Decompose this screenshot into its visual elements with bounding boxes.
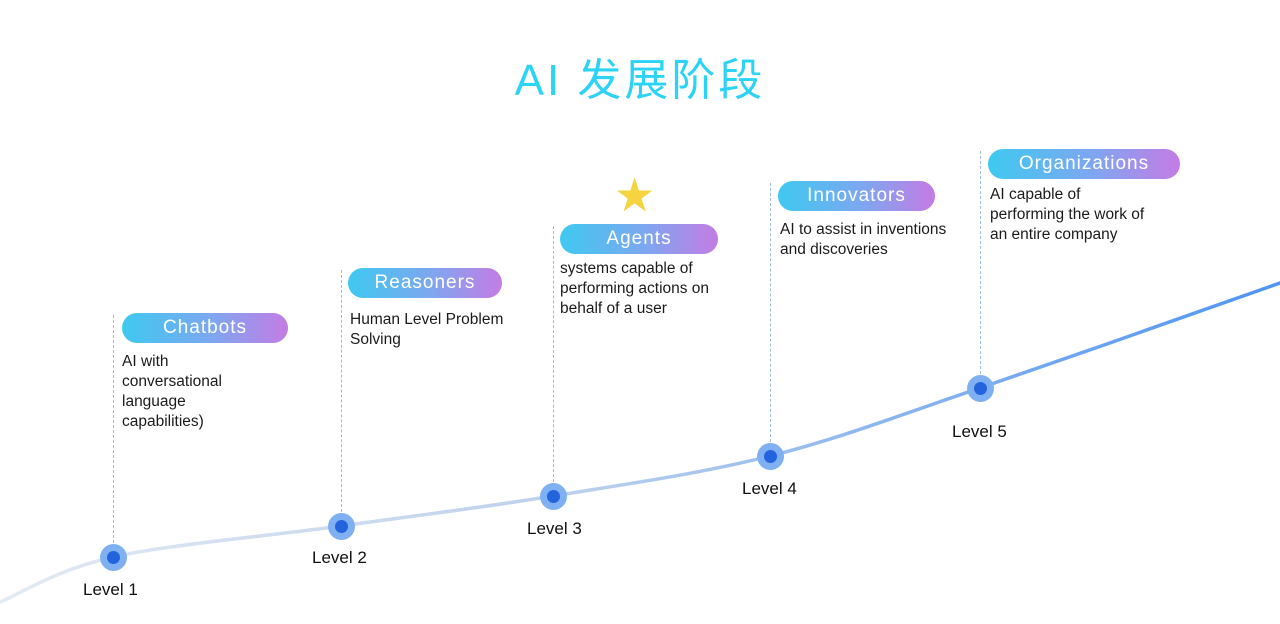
stage-3-dot [540,483,567,510]
stage-4-dot [757,443,784,470]
stage-4-description: AI to assist in inventions and discoveri… [780,221,947,258]
stage-5-dashed-line [980,151,981,374]
stage-1-dashed-line [113,315,114,543]
stage-1-dot [100,544,127,571]
stage-3-pill: Agents [560,224,718,254]
stage-2-pill: Reasoners [348,268,502,298]
stage-2-dashed-line [341,270,342,512]
stage-3-level-label: Level 3 [527,519,582,538]
stage-1-level-label: Level 1 [83,580,138,599]
stage-2-level-label: Level 2 [312,548,367,567]
stage-5-pill: Organizations [988,149,1180,179]
stage-4-dot-core [764,450,777,463]
growth-curve-path [0,281,1280,604]
stage-3-dot-core [547,490,560,503]
stage-1-description: AI with conversational language capabili… [122,353,222,430]
star-icon: ★ [614,169,656,221]
stage-2-dot-core [335,520,348,533]
diagram-title: AI 发展阶段 [514,56,766,105]
stage-4-pill: Innovators [778,181,935,211]
stage-1-dot-core [107,551,120,564]
stage-5-description: AI capable of performing the work of an … [990,186,1145,243]
stage-3-description: systems capable of performing actions on… [560,260,710,317]
stage-3-dashed-line [553,226,554,482]
stage-4-level-label: Level 4 [742,479,797,498]
stage-2-description: Human Level Problem Solving [350,311,504,348]
stage-5-level-label: Level 5 [952,422,1007,441]
stage-1-pill: Chatbots [122,313,288,343]
stage-5-dot [967,375,994,402]
stage-5-dot-core [974,382,987,395]
stage-2-dot [328,513,355,540]
stage-4-dashed-line [770,183,771,442]
